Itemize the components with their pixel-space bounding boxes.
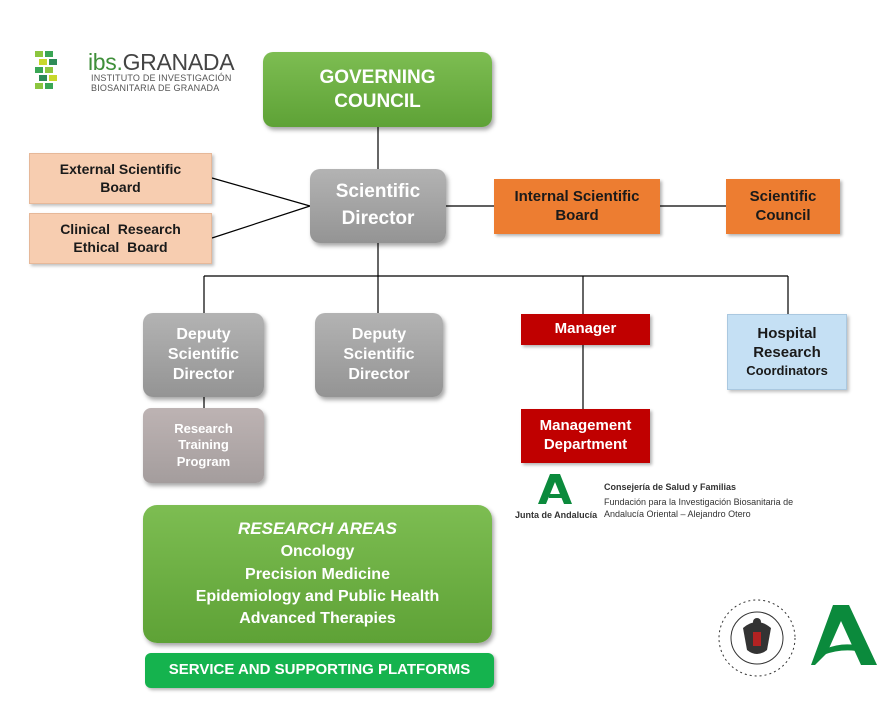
service-platforms-box: SERVICE AND SUPPORTING PLATFORMS xyxy=(145,653,494,688)
management-department-box: Management Department xyxy=(521,409,650,463)
external-scientific-board-box: External Scientific Board xyxy=(29,153,212,204)
research-areas-box: RESEARCH AREAS Oncology Precision Medici… xyxy=(143,505,492,643)
ibs-granada-logo: ibs.GRANADA INSTITUTO DE INVESTIGACIÓN B… xyxy=(33,49,235,99)
research-area-item: Precision Medicine xyxy=(245,565,390,583)
junta-andalucia-logo: Junta de Andalucía Consejería de Salud y… xyxy=(515,470,815,530)
junta-name: Junta de Andalucía xyxy=(515,510,598,520)
junta-a-icon xyxy=(538,474,572,504)
research-areas-title: RESEARCH AREAS xyxy=(237,519,397,539)
university-seal-icon xyxy=(718,599,796,677)
research-area-item: Advanced Therapies xyxy=(239,610,396,628)
fundacion-text: Fundación para la Investigación Biosanit… xyxy=(604,497,794,520)
clinical-research-ethical-board-box: Clinical Research Ethical Board xyxy=(29,213,212,264)
scientific-council-box: Scientific Council xyxy=(726,179,840,234)
research-area-item: Epidemiology and Public Health xyxy=(195,587,440,605)
internal-scientific-board-box: Internal Scientific Board xyxy=(494,179,660,234)
dna-helix-icon xyxy=(35,51,57,89)
andalucia-a-icon xyxy=(811,605,877,665)
consejeria-text: Consejería de Salud y Familias xyxy=(604,482,737,492)
research-area-item: Oncology xyxy=(280,543,355,561)
governing-council-box: GOVERNING COUNCIL xyxy=(263,52,492,127)
deputy-scientific-director-2-box: Deputy Scientific Director xyxy=(315,313,443,397)
deputy-scientific-director-1-box: Deputy Scientific Director xyxy=(143,313,264,397)
scientific-director-box: Scientific Director xyxy=(310,169,446,243)
logo-brand: ibs.GRANADA xyxy=(88,49,235,75)
manager-box: Manager xyxy=(521,314,650,345)
research-training-program-box: Research Training Program xyxy=(143,408,264,483)
logo-subtitle: INSTITUTO DE INVESTIGACIÓN BIOSANITARIA … xyxy=(91,73,232,94)
hospital-research-coordinators-box: Hospital Research Coordinators xyxy=(727,314,847,390)
